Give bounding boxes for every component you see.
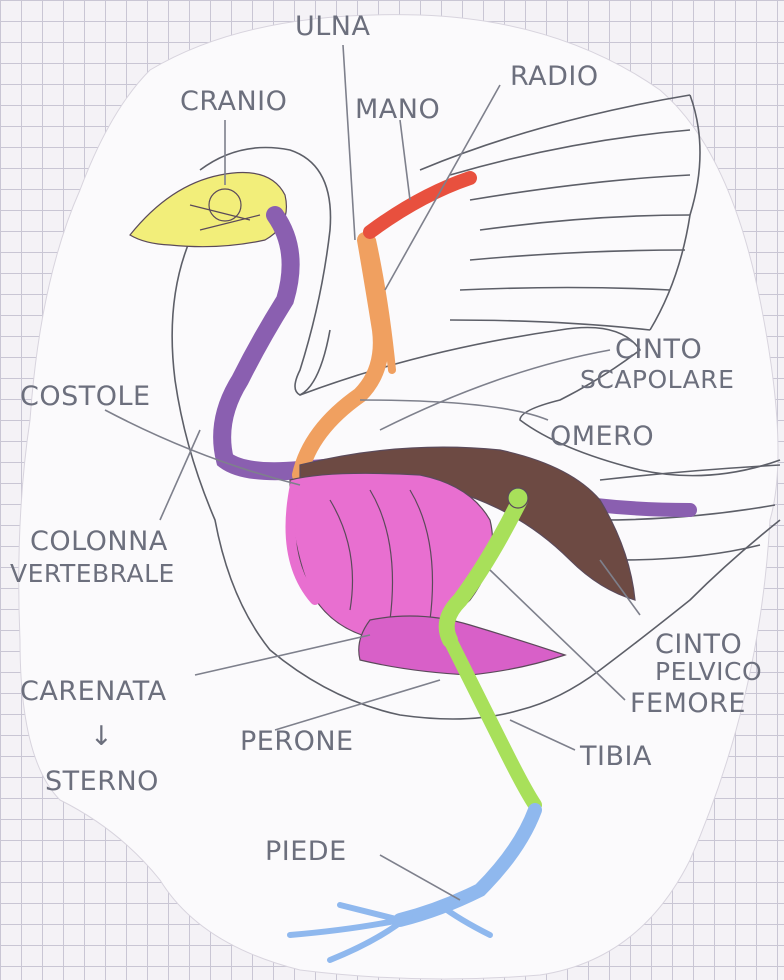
label-arrow: ↓	[90, 721, 113, 752]
label-cinto-scapolare-2: SCAPOLARE	[580, 365, 734, 394]
label-radio: RADIO	[510, 61, 599, 92]
label-costole: COSTOLE	[20, 381, 151, 412]
label-carenata: CARENATA	[20, 676, 167, 707]
label-omero: OMERO	[550, 421, 654, 452]
label-perone: PERONE	[240, 726, 354, 757]
label-femore: FEMORE	[630, 688, 746, 719]
label-ulna: ULNA	[295, 11, 371, 42]
label-cinto-scapolare-1: CINTO	[615, 334, 702, 365]
label-cinto-pelvico-1: CINTO	[655, 629, 742, 660]
label-tibia: TIBIA	[579, 741, 652, 772]
label-piede: PIEDE	[265, 836, 347, 867]
label-sterno: STERNO	[45, 766, 159, 797]
label-colonna-1: COLONNA	[30, 526, 168, 557]
label-cinto-pelvico-2: PELVICO	[655, 657, 762, 686]
label-cranio: CRANIO	[180, 86, 287, 117]
label-colonna-2: VERTEBRALE	[10, 559, 175, 588]
label-mano: MANO	[355, 94, 440, 125]
